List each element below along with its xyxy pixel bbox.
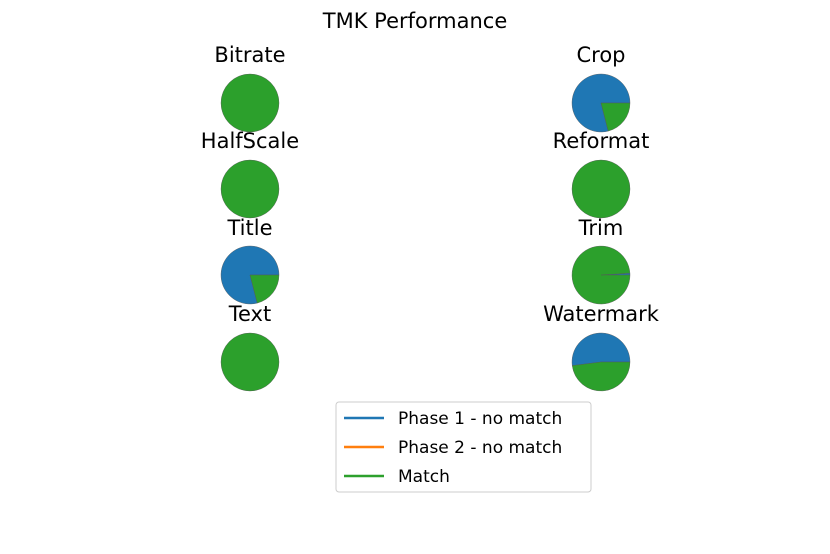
pie-title-title: Title — [226, 216, 272, 240]
pie-reformat: Reformat — [553, 129, 650, 219]
legend-label-match: Match — [398, 467, 450, 487]
pie-watermark: Watermark — [543, 302, 660, 392]
pie-slice-reformat-match — [571, 159, 631, 219]
pie-slice-halfscale-match — [220, 159, 280, 219]
pie-slice-watermark-phase-1-no-match — [571, 332, 631, 366]
legend-label-phase-2-no-match: Phase 2 - no match — [398, 438, 562, 458]
pie-slice-text-match — [220, 332, 280, 392]
chart-title: TMK Performance — [322, 9, 507, 33]
legend-frame — [335, 401, 592, 493]
pie-title: Title — [220, 216, 280, 305]
pie-title-reformat: Reformat — [553, 129, 650, 153]
pie-slice-title-match — [249, 274, 280, 304]
pie-title-watermark: Watermark — [543, 302, 660, 326]
pie-slice-watermark-match — [572, 361, 631, 392]
pie-title-trim: Trim — [578, 216, 624, 240]
pie-halfscale: HalfScale — [201, 129, 299, 219]
pie-bitrate: Bitrate — [214, 43, 286, 133]
pie-slice-crop-match — [600, 102, 631, 132]
pie-title-halfscale: HalfScale — [201, 129, 299, 153]
pie-crop: Crop — [571, 43, 631, 133]
pie-slice-trim-match — [571, 245, 631, 305]
legend-label-phase-1-no-match: Phase 1 - no match — [398, 409, 562, 429]
pie-trim: Trim — [571, 216, 631, 305]
pie-slice-bitrate-match — [220, 73, 280, 133]
pie-text: Text — [220, 302, 280, 392]
pie-title-text: Text — [228, 302, 271, 326]
pie-title-bitrate: Bitrate — [214, 43, 285, 67]
pie-title-crop: Crop — [576, 43, 625, 67]
